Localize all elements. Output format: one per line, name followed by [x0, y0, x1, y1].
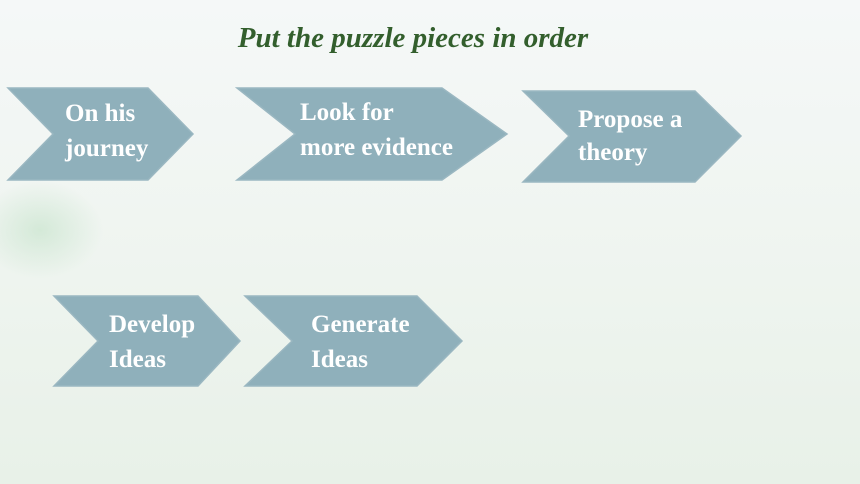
puzzle-piece-label-line-1: Look for	[300, 99, 394, 126]
puzzle-piece-look-for-more-evidence[interactable]: Look for more evidence	[234, 87, 509, 181]
puzzle-piece-label: Develop Ideas	[109, 307, 195, 377]
puzzle-piece-label-line-2: journey	[65, 135, 149, 162]
page-title: Put the puzzle pieces in order	[237, 22, 589, 54]
chevron-arrow-shape	[234, 87, 509, 181]
puzzle-piece-propose-a-theory[interactable]: Propose a theory	[521, 90, 743, 183]
chevron-arrow-shape	[52, 295, 242, 387]
puzzle-piece-label-line-2: Ideas	[311, 346, 368, 373]
chevron-arrow-shape	[521, 90, 743, 183]
puzzle-piece-label: On his journey	[65, 96, 148, 166]
puzzle-piece-label: Propose a theory	[578, 103, 682, 169]
puzzle-piece-label-line-2: Ideas	[109, 346, 166, 373]
puzzle-piece-label-line-1: Generate	[311, 311, 410, 338]
puzzle-piece-label-line-1: Develop	[109, 311, 196, 338]
puzzle-piece-develop-ideas[interactable]: Develop Ideas	[52, 295, 242, 387]
puzzle-piece-on-his-journey[interactable]: On his journey	[6, 87, 195, 181]
chevron-arrow-shape	[243, 295, 464, 387]
puzzle-piece-label-line-1: Propose a	[578, 106, 683, 133]
puzzle-piece-label: Look for more evidence	[300, 95, 453, 165]
puzzle-piece-label-line-1: On his	[65, 100, 136, 127]
puzzle-piece-label-line-2: theory	[578, 139, 648, 166]
puzzle-piece-label: Generate Ideas	[311, 307, 410, 377]
puzzle-piece-generate-ideas[interactable]: Generate Ideas	[243, 295, 464, 387]
puzzle-piece-label-line-2: more evidence	[300, 134, 453, 161]
chevron-arrow-shape	[6, 87, 195, 181]
